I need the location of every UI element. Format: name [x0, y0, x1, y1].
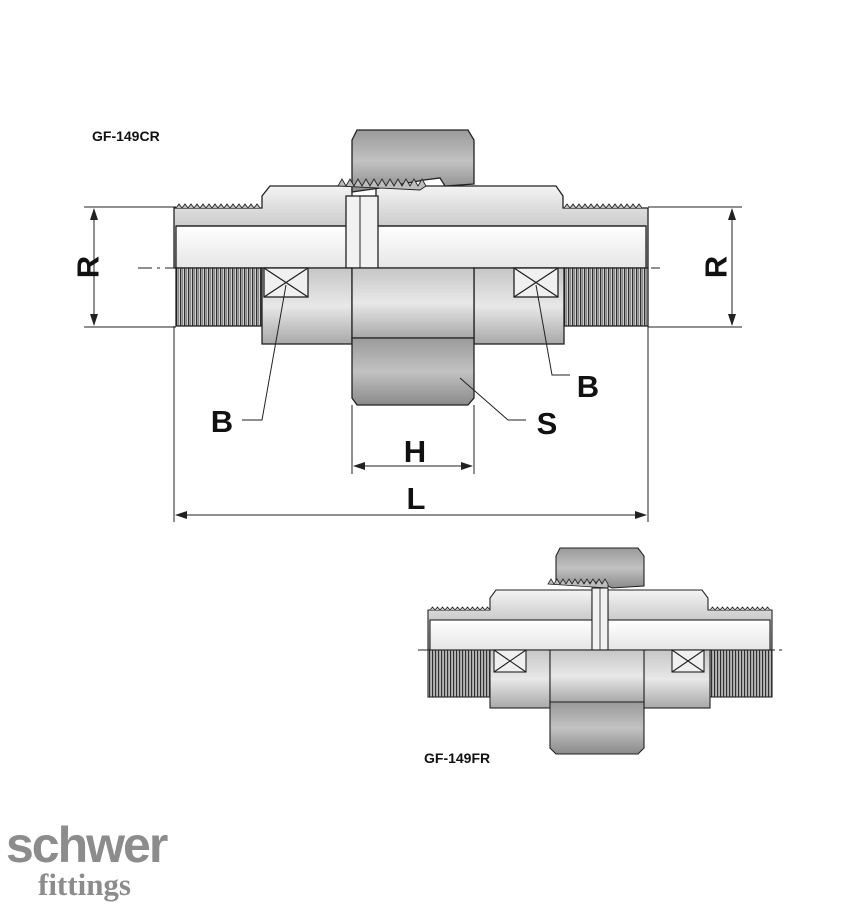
small-seal-right	[671, 649, 705, 673]
dim-b-right: B	[577, 369, 599, 404]
seal-ring-right	[513, 267, 559, 298]
small-seal-left	[493, 649, 527, 673]
seal-ring-left	[263, 267, 309, 298]
pipe-thread-right	[563, 267, 649, 327]
bore-band	[175, 225, 647, 269]
small-hex-nut	[549, 701, 645, 755]
dim-r-left: R	[71, 256, 106, 278]
small-thread-right	[709, 649, 773, 698]
nut-thread-crest	[337, 178, 427, 191]
upper-thread-teeth-left	[175, 203, 261, 209]
hex-body	[351, 267, 475, 339]
brand-logo: schwer fittings	[6, 817, 170, 902]
dim-h: H	[404, 434, 426, 469]
small-thread-left	[427, 649, 491, 698]
fitting-gf149fr	[418, 547, 782, 755]
dim-l: L	[407, 481, 426, 516]
dim-r-right: R	[699, 256, 734, 278]
nut-upper	[351, 129, 475, 193]
small-upper-teeth-right	[709, 606, 771, 611]
small-nut-crest	[547, 578, 609, 589]
dimensions-top	[84, 206, 742, 522]
hex-nut-s	[351, 337, 475, 406]
small-hex-body	[549, 649, 645, 703]
small-nut-upper	[555, 547, 645, 589]
small-upper-teeth-left	[429, 606, 491, 611]
model-label-top: GF-149CR	[92, 128, 160, 144]
logo-brand: schwer	[6, 817, 168, 873]
dim-b-left: B	[211, 404, 233, 439]
pipe-thread-left	[175, 267, 263, 327]
logo-sub: fittings	[38, 867, 131, 902]
split-ring	[345, 195, 379, 269]
dim-s: S	[537, 406, 558, 441]
upper-thread-teeth-right	[563, 203, 643, 209]
model-label-bottom: GF-149FR	[424, 750, 490, 766]
fitting-gf149cr	[138, 129, 660, 406]
